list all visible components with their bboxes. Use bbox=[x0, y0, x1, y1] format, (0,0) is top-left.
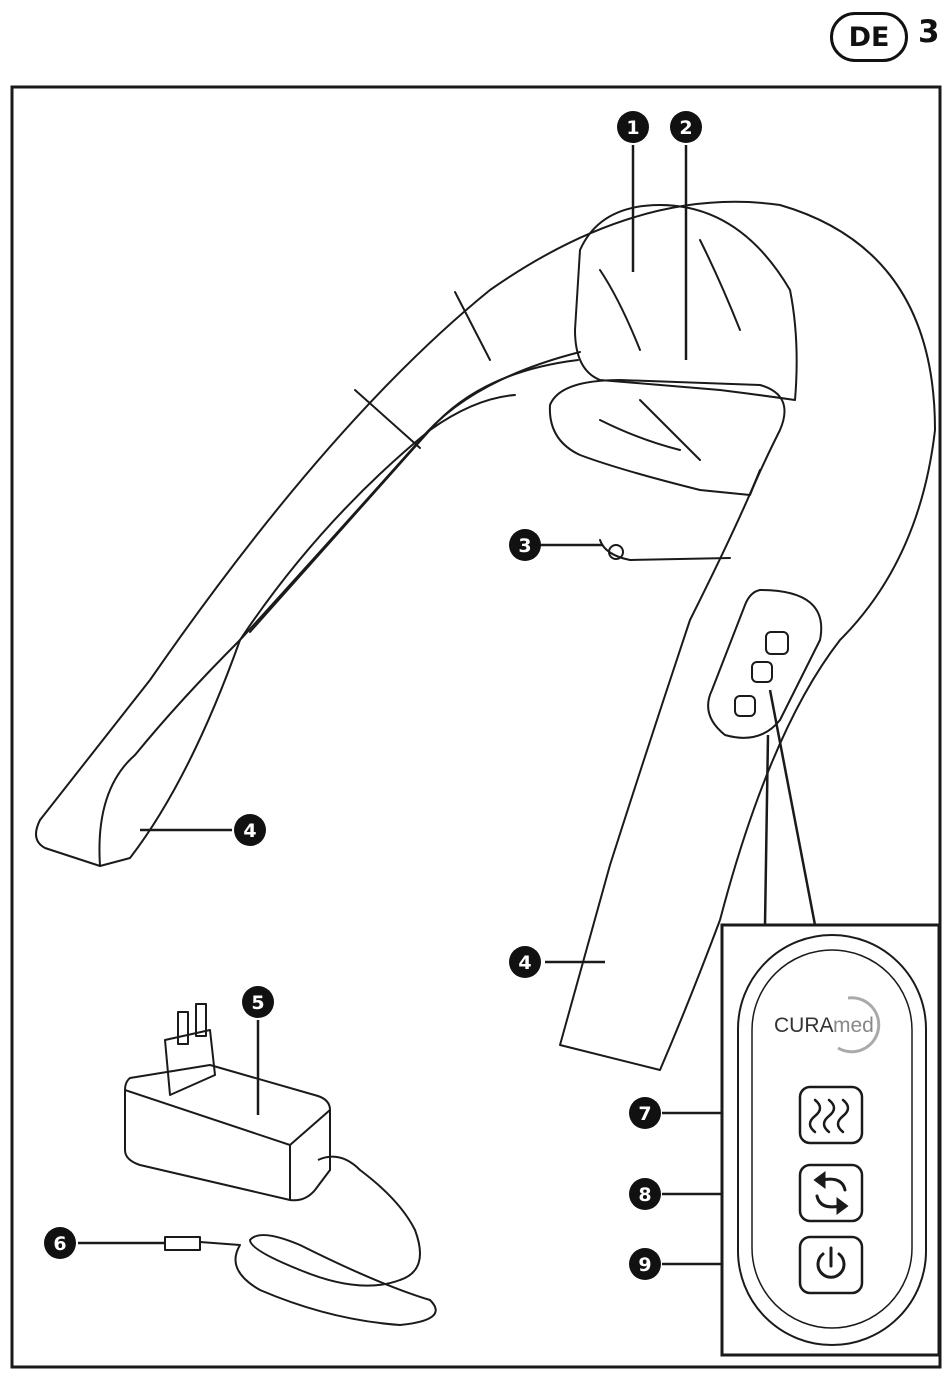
callout-number: 4 bbox=[243, 820, 256, 842]
body-button bbox=[766, 632, 788, 654]
callout-number: 9 bbox=[638, 1254, 651, 1276]
callout-6: 6 bbox=[44, 1227, 76, 1259]
body-control-panel bbox=[708, 590, 821, 738]
logo-main-text: CURA bbox=[774, 1014, 834, 1037]
seam-line bbox=[355, 390, 420, 448]
callout-5: 5 bbox=[242, 986, 274, 1018]
leader-lines bbox=[78, 145, 815, 1264]
lower-head-detail-2 bbox=[600, 420, 680, 450]
adapter-body bbox=[125, 1065, 330, 1200]
callout-number: 4 bbox=[518, 952, 531, 974]
body-button bbox=[752, 662, 772, 682]
callouts: 1 2 3 4 4 5 6 7 8 9 bbox=[44, 111, 702, 1280]
callout-number: 1 bbox=[626, 117, 639, 139]
zoom-line bbox=[770, 690, 815, 925]
direction-button[interactable] bbox=[800, 1165, 862, 1221]
callout-2: 2 bbox=[670, 111, 702, 143]
callout-9: 9 bbox=[629, 1248, 661, 1280]
callout-number: 2 bbox=[679, 117, 692, 139]
callout-8: 8 bbox=[629, 1178, 661, 1210]
callout-number: 7 bbox=[638, 1103, 651, 1125]
lower-massage-head bbox=[550, 380, 785, 495]
seam-line-2 bbox=[455, 292, 490, 360]
callout-4: 4 bbox=[234, 814, 266, 846]
left-arm-inner bbox=[99, 640, 240, 866]
strap-ring bbox=[609, 545, 623, 559]
callout-4: 4 bbox=[509, 946, 541, 978]
control-panel-detail: CURA med bbox=[722, 925, 939, 1355]
upper-head-detail bbox=[600, 270, 640, 350]
callout-1: 1 bbox=[617, 111, 649, 143]
power-button[interactable] bbox=[800, 1237, 862, 1293]
strap-line bbox=[240, 352, 580, 640]
upper-head-detail-2 bbox=[700, 240, 740, 330]
lower-head-detail bbox=[640, 400, 700, 460]
callout-number: 8 bbox=[638, 1184, 651, 1206]
body-button bbox=[735, 696, 755, 716]
callout-7: 7 bbox=[629, 1097, 661, 1129]
power-adapter bbox=[125, 1004, 436, 1325]
callout-3: 3 bbox=[509, 529, 541, 561]
callout-number: 6 bbox=[53, 1233, 66, 1255]
heat-button[interactable] bbox=[800, 1087, 862, 1143]
dc-plug bbox=[165, 1237, 200, 1250]
logo-sub-text: med bbox=[833, 1014, 874, 1037]
callout-number: 3 bbox=[518, 535, 531, 557]
adapter-top-edge bbox=[125, 1090, 330, 1145]
adapter-cable bbox=[200, 1157, 436, 1325]
strap-line-2 bbox=[250, 360, 578, 632]
plug-prong bbox=[178, 1012, 188, 1044]
adapter-plug bbox=[165, 1030, 215, 1095]
callout-number: 5 bbox=[251, 992, 264, 1014]
